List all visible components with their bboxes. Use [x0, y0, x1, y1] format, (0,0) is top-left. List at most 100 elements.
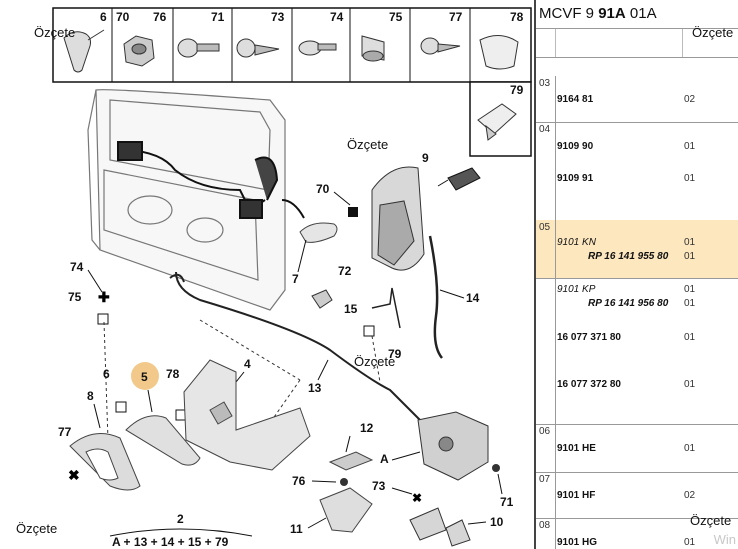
arrow-to-handle: [281, 199, 305, 219]
list-item[interactable]: 9101 HG 01: [556, 537, 738, 549]
lock-A: [417, 411, 489, 481]
title-suffix: 01A: [625, 5, 657, 22]
callout-4: 4: [244, 357, 251, 371]
part-qty: 01: [684, 298, 696, 309]
group-number: 05: [539, 222, 551, 233]
callout-70: 70: [316, 182, 330, 196]
group-08[interactable]: 08 9101 HG 01: [536, 518, 738, 549]
list-item[interactable]: 9101 KN 01: [556, 237, 738, 253]
ozcete-overlay-panel-bottom[interactable]: Özçete: [690, 513, 732, 528]
cable-14: [428, 235, 444, 359]
callout-A: A: [380, 452, 389, 466]
exterior-handle-7: [299, 222, 338, 243]
clip-79-icon: [477, 103, 517, 141]
group-04[interactable]: 04 9109 90 01 9109 91 01: [536, 122, 738, 221]
cable-13: [169, 271, 421, 421]
part-qty: 02: [684, 490, 696, 501]
list-item[interactable]: RP 16 141 955 80 01: [556, 251, 738, 267]
part-73-cross: ✖: [412, 491, 422, 505]
door-frame-drawing: [87, 89, 286, 311]
title-bold: 91A: [598, 5, 626, 22]
part-qty: 01: [684, 332, 696, 343]
callout-15: 15: [344, 302, 358, 316]
part-qty: 01: [684, 537, 696, 548]
group-05-selected[interactable]: 05 9101 KN 01 RP 16 141 955 80 01: [536, 220, 738, 279]
part-ref: 9101 HF: [557, 490, 596, 501]
header-num-75: 75: [389, 10, 403, 24]
callout-10: 10: [490, 515, 504, 529]
callout-9: 9: [422, 151, 429, 165]
group-number: 08: [539, 520, 551, 531]
callout-78: 78: [166, 367, 180, 381]
part-70: [348, 207, 358, 217]
group-06[interactable]: 06 9101 HE 01: [536, 424, 738, 473]
part-ref: 16 077 372 80: [557, 379, 621, 390]
part-77-cross: ✖: [68, 467, 80, 483]
leader-73: [391, 487, 413, 495]
callout-72: 72: [338, 264, 352, 278]
screw-77-icon: [420, 37, 461, 55]
callout-6: 6: [103, 367, 110, 381]
ozcete-overlay-panel-top[interactable]: Özçete: [692, 25, 734, 40]
list-item[interactable]: 9101 HF 02: [556, 490, 738, 506]
ozcete-overlay-bottom-left[interactable]: Özçete: [16, 521, 58, 536]
group-03[interactable]: 03 9164 81 02: [536, 76, 738, 123]
panel-subheader: [536, 29, 738, 58]
leader-13: [317, 359, 329, 381]
leader-71: [497, 473, 503, 495]
grommet-78-icon: [479, 35, 519, 70]
ozcete-overlay-top-left[interactable]: Özçete: [34, 25, 76, 40]
group-number: 03: [539, 78, 551, 89]
ozcete-overlay-handle[interactable]: Özçete: [347, 137, 389, 152]
group-number: 06: [539, 426, 551, 437]
list-item[interactable]: 16 077 371 80 01: [556, 332, 738, 348]
leader-14: [439, 289, 465, 299]
part-qty: 01: [684, 251, 696, 262]
assembly-bracket: [109, 528, 253, 537]
list-item[interactable]: 9101 KP 01: [556, 284, 738, 300]
leader-A: [391, 451, 421, 461]
screw-73-icon: [236, 38, 280, 58]
callout-2: 2: [177, 512, 184, 526]
group-05-cont[interactable]: 9101 KP 01 RP 16 141 956 80 01 16 077 37…: [536, 278, 738, 425]
leader-74: [87, 269, 103, 293]
fastener-strip: 6 70 76 71 73 74 75 77 78 79: [52, 7, 532, 157]
leader-12: [345, 435, 351, 453]
bracket-4: [183, 359, 311, 471]
part-ref: 16 077 371 80: [557, 332, 621, 343]
part-qty: 01: [684, 173, 696, 184]
header-num-71: 71: [211, 10, 225, 24]
part-ref: 9101 KN: [557, 237, 596, 248]
leader-11: [307, 517, 327, 529]
leader-10: [467, 521, 487, 525]
bracket-11: [319, 487, 373, 533]
panel-title: MCVF 9 91A 01A: [536, 0, 738, 29]
callout-74: 74: [70, 260, 84, 274]
callout-5: 5: [141, 370, 148, 384]
washer-screw-74-icon: [298, 40, 337, 56]
part-qty: 01: [684, 237, 696, 248]
list-item[interactable]: 16 077 372 80 01: [556, 379, 738, 395]
list-item[interactable]: 9109 91 01: [556, 173, 738, 189]
dashed-guides: [103, 319, 381, 441]
list-item[interactable]: 9109 90 01: [556, 141, 738, 157]
part-ref: 9101 KP: [557, 284, 596, 295]
group-number: 04: [539, 124, 551, 135]
hex-nut-76-icon: [123, 35, 155, 67]
rivet-nut-75-icon: [361, 35, 385, 62]
part-ref-rp: RP 16 141 955 80: [588, 251, 669, 262]
group-07[interactable]: 07 9101 HF 02: [536, 472, 738, 519]
leader-70: [333, 191, 351, 206]
part-ref-rp: RP 16 141 956 80: [588, 298, 669, 309]
bolt-71-icon: [177, 38, 220, 58]
ozcete-overlay-cable[interactable]: Özçete: [354, 354, 396, 369]
part-ref: 9109 91: [557, 173, 594, 184]
part-ref: 9109 90: [557, 141, 594, 152]
list-item[interactable]: 9101 HE 01: [556, 443, 738, 459]
callout-12: 12: [360, 421, 374, 435]
rod-15: [371, 287, 401, 329]
list-item[interactable]: 9164 81 02: [556, 94, 738, 110]
header-num-74: 74: [330, 10, 344, 24]
striker-10: [409, 507, 471, 547]
list-item[interactable]: RP 16 141 956 80 01: [556, 298, 738, 314]
